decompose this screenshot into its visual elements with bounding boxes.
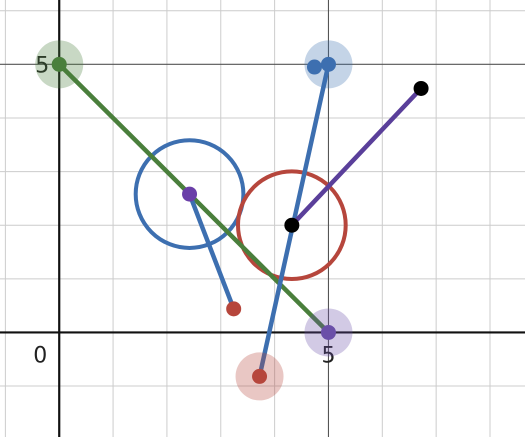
red-point-small[interactable] [226, 301, 242, 317]
purple-point-bottom[interactable] [320, 324, 336, 340]
green-point[interactable] [51, 56, 67, 72]
black-point-center[interactable] [284, 217, 300, 233]
blue-segment-short[interactable] [187, 191, 236, 312]
blue-point-top-small[interactable] [306, 59, 322, 75]
tick-label-x5: 5 [321, 343, 335, 368]
point-halos [35, 40, 353, 401]
tick-label-origin: 0 [33, 343, 47, 368]
black-point-end[interactable] [413, 80, 429, 96]
red-circle[interactable] [236, 169, 348, 282]
purple-segment[interactable] [289, 86, 424, 228]
blue-circle[interactable] [133, 138, 246, 250]
tick-labels: 5 5 0 [33, 53, 335, 368]
red-point-bottom[interactable] [252, 368, 268, 384]
points [51, 56, 429, 384]
tick-label-y5: 5 [35, 53, 49, 78]
purple-point-center[interactable] [182, 186, 198, 202]
blue-point-top[interactable] [320, 56, 336, 72]
circles [133, 138, 348, 282]
